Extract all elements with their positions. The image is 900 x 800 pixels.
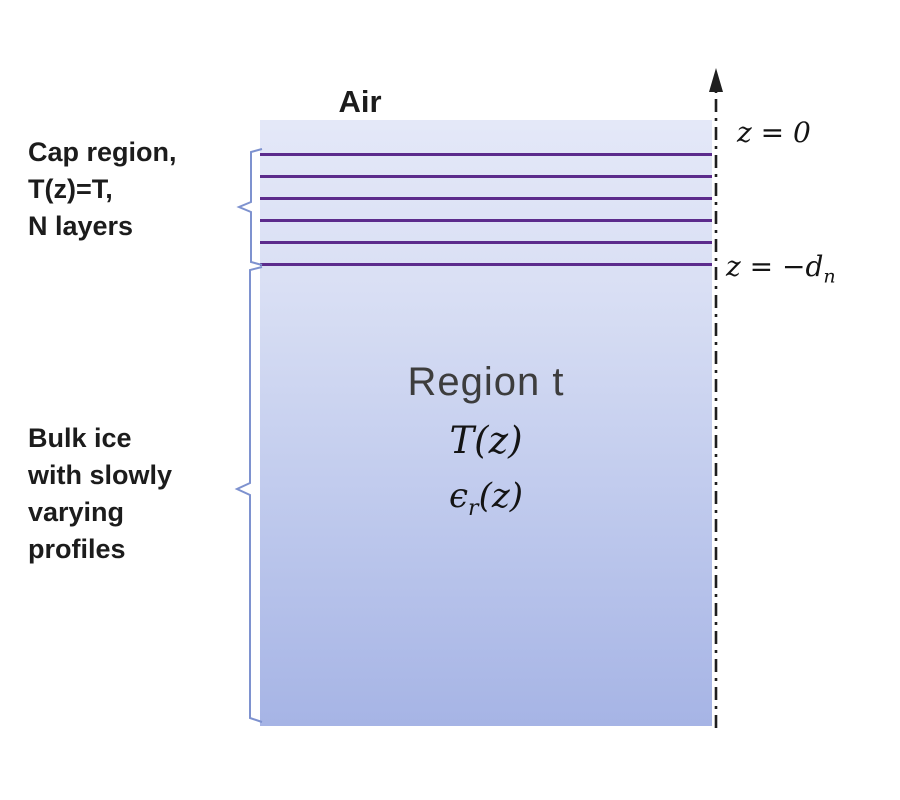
- permittivity-base: ϵ: [448, 476, 469, 516]
- cap-layer-line: [260, 263, 712, 266]
- zdn-base: z = −d: [726, 250, 824, 283]
- bulk-annotation-line: varying: [28, 497, 125, 527]
- bulk-region-brace: [234, 266, 263, 723]
- cap-layers: [260, 153, 712, 266]
- permittivity-subscript: r: [468, 495, 479, 521]
- region-label: Region t: [407, 360, 565, 404]
- temperature-profile-label: T(z): [449, 419, 523, 462]
- permittivity-args: (z): [478, 476, 524, 516]
- axis-label-zdn: z = −dn: [726, 250, 836, 288]
- cap-annotation-line: T(z)=T,: [28, 174, 113, 204]
- cap-annotation-line: N layers: [28, 211, 134, 241]
- permittivity-profile-label: ϵr(z): [449, 476, 523, 521]
- air-label: Air: [338, 84, 382, 119]
- cap-region-annotation: Cap region, T(z)=T, N layers: [28, 134, 177, 245]
- z-axis-arrowhead: [709, 68, 723, 92]
- cap-layer-line: [260, 197, 712, 200]
- bulk-annotation-line: Bulk ice: [28, 423, 132, 453]
- cap-layer-line: [260, 153, 712, 156]
- ice-block: Region t T(z) ϵr(z): [260, 120, 712, 726]
- bulk-ice-annotation: Bulk ice with slowly varying profiles: [28, 420, 172, 568]
- cap-layer-line: [260, 241, 712, 244]
- cap-layer-line: [260, 175, 712, 178]
- zdn-subscript: n: [823, 265, 836, 288]
- cap-layer-line: [260, 219, 712, 222]
- axis-label-z0: z = 0: [737, 116, 811, 149]
- region-labels: Region t T(z) ϵr(z): [260, 360, 712, 521]
- cap-region-brace: [236, 148, 263, 266]
- bulk-annotation-line: with slowly: [28, 460, 173, 490]
- bulk-annotation-line: profiles: [28, 534, 126, 564]
- cap-annotation-line: Cap region,: [28, 137, 177, 167]
